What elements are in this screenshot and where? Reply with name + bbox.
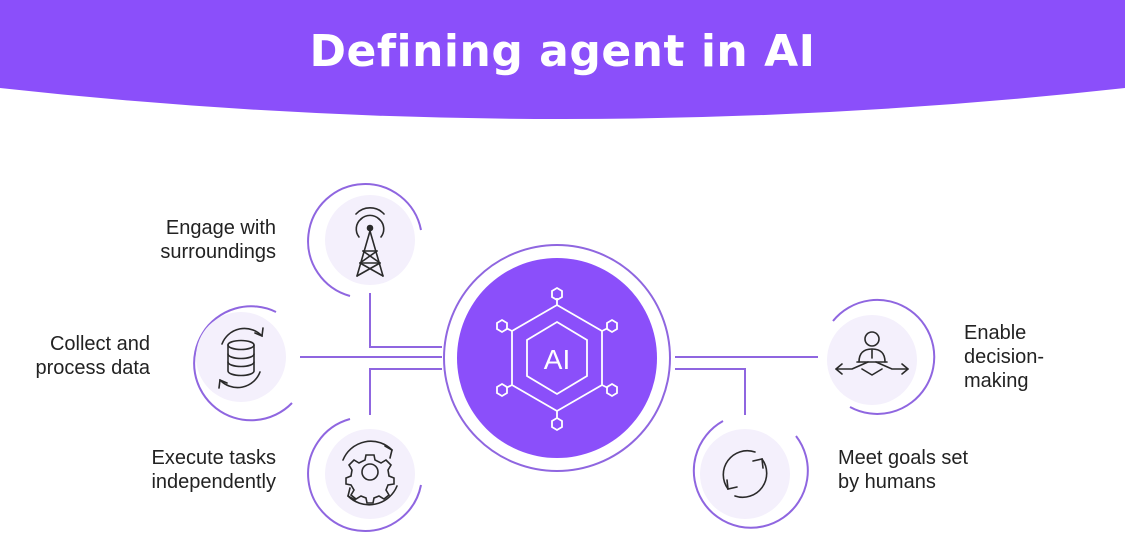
label-goals: Meet goals set by humans — [838, 447, 969, 493]
label-execute: Execute tasks independently — [151, 447, 276, 493]
connector-lines — [300, 293, 818, 415]
node-goals — [692, 420, 809, 529]
label-engage: Engage with surroundings — [160, 217, 276, 263]
connector-engage — [369, 293, 442, 348]
node-collect — [193, 305, 293, 422]
node-execute — [307, 418, 422, 532]
label-collect: Collect and process data — [35, 333, 150, 379]
node-decision — [827, 298, 936, 415]
database-sync-icon — [218, 327, 264, 389]
ai-hexagon-network-icon — [496, 286, 618, 432]
connector-execute — [369, 368, 442, 415]
refresh-cycle-icon — [722, 449, 768, 499]
connector-goals — [675, 368, 746, 415]
label-decision: Enable decision- making — [964, 322, 1045, 392]
center-ai-node: AI — [443, 244, 671, 472]
header-banner — [0, 0, 1125, 119]
node-engage — [307, 183, 422, 297]
ai-center-label: AI — [544, 344, 570, 375]
gear-cycle-icon — [342, 440, 398, 506]
page-title: Defining agent in AI — [309, 26, 816, 77]
antenna-tower-icon — [355, 207, 385, 277]
person-decision-arrows-icon — [835, 331, 909, 376]
